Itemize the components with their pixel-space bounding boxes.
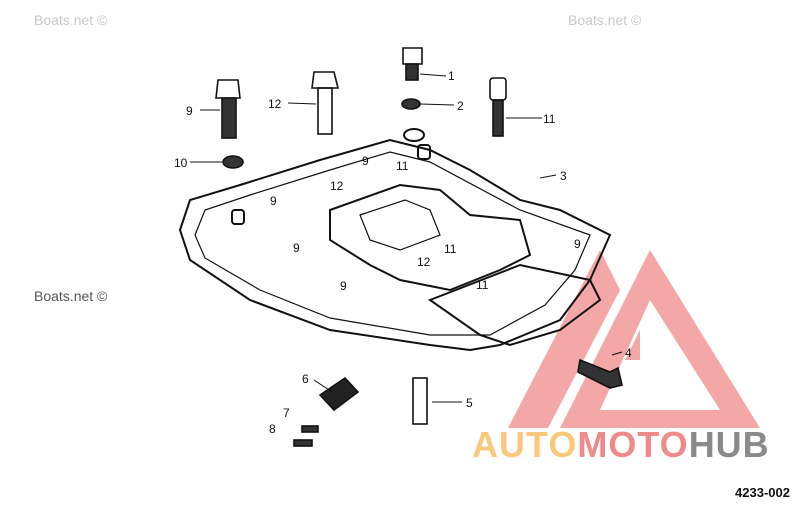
callout-12: 12 [268,97,282,111]
bolt-11-icon [489,77,507,101]
callout-11: 11 [543,112,556,126]
callout-12: 12 [417,255,431,269]
watermark: Boats.net © [34,12,108,28]
pin-8-icon [293,439,313,447]
bolt-1-icon [402,47,423,65]
sensor-6-icon [318,376,360,412]
figure-number: 4233-002 [735,485,790,500]
callout-8: 8 [269,422,276,436]
bolt-4-icon [577,358,623,389]
fasteners [215,47,623,447]
callout-6: 6 [302,372,309,386]
callout-12: 12 [330,179,344,193]
callout-9: 9 [270,194,277,208]
logo-part-moto: MOTO [577,424,689,465]
washer-2-icon [401,98,421,110]
callout-5: 5 [466,396,473,410]
callout-9: 9 [186,104,193,118]
bolt-12-icon [311,71,340,89]
washer-10-icon [222,155,244,169]
callout-9: 9 [574,237,581,251]
logo-part-hub: HUB [688,424,770,465]
callout-11: 11 [396,159,409,173]
callout-9: 9 [362,154,369,168]
logo-part-auto: AUTO [472,424,578,465]
callout-11: 11 [444,242,457,256]
stud-5-icon [412,377,428,425]
callout-4: 4 [625,346,632,360]
bolt-9-icon [215,79,241,99]
callout-1: 1 [448,69,455,83]
logo-triangle-icon [508,250,760,428]
callout-7: 7 [283,406,290,420]
callout-2: 2 [457,99,464,113]
pin-7-icon [301,425,319,433]
automotohub-logo: AUTOMOTOHUB [472,424,770,466]
leader-lines [190,73,623,403]
watermark: Boats.net © [568,12,642,28]
callout-3: 3 [560,169,567,183]
callout-11: 11 [476,278,489,292]
callout-labels: 1 2 11 12 9 10 9 11 3 12 9 9 9 11 12 11 … [174,69,632,436]
callout-9: 9 [293,241,300,255]
watermark: Boats.net © [34,288,108,304]
mounting-plate [178,128,612,352]
callout-10: 10 [174,156,188,170]
callout-9: 9 [340,279,347,293]
